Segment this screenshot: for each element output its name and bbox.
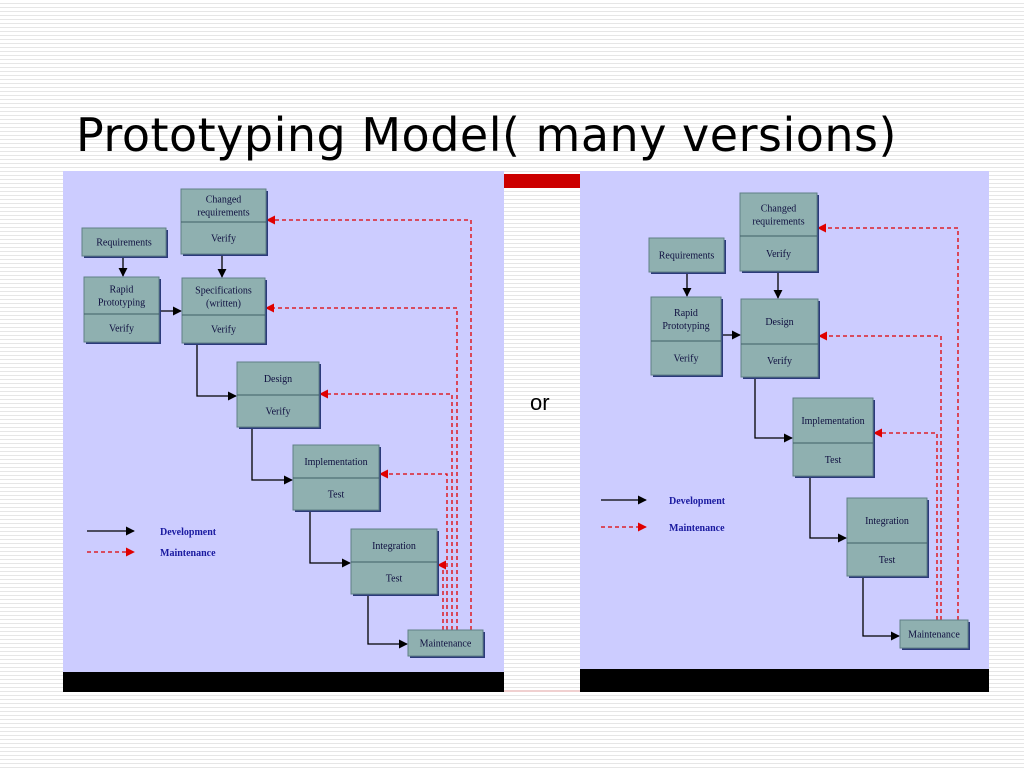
- box-body: [83, 276, 160, 343]
- maint-arrow-changed-r: [817, 223, 959, 620]
- left-spec-box: Specifications (written) Verify: [181, 277, 267, 345]
- maint-arrow-design-r: [818, 331, 942, 620]
- box-sublabel: Test: [328, 490, 345, 501]
- box-label: Requirements: [96, 238, 152, 249]
- box-sublabel: Verify: [211, 234, 236, 245]
- dev-arrow-design-impl: [251, 427, 293, 485]
- box-sublabel: Verify: [211, 325, 236, 336]
- dev-arrow-integ-maint: [367, 594, 408, 649]
- left-req-box: Requirements: [81, 227, 168, 258]
- right-maint-box: Maintenance: [899, 619, 970, 650]
- box-body: [899, 619, 969, 649]
- left-panel-footer: [63, 672, 504, 692]
- box-label: Design: [765, 317, 793, 328]
- box-sublabel: Test: [879, 555, 896, 566]
- dev-arrow-integ-maint-r: [862, 576, 900, 641]
- maint-arrow-design: [319, 389, 453, 630]
- box-label: requirements: [752, 217, 804, 228]
- maint-arrow-impl: [379, 469, 448, 630]
- box-label: Changed: [206, 195, 242, 206]
- box-label: (written): [206, 299, 241, 310]
- box-label: Maintenance: [908, 630, 960, 641]
- box-body: [181, 277, 266, 344]
- box-sublabel: Verify: [109, 324, 134, 335]
- box-body: [846, 497, 928, 577]
- box-label: Requirements: [659, 251, 715, 262]
- box-sublabel: Verify: [767, 356, 792, 367]
- box-label: requirements: [197, 208, 249, 219]
- box-body: [650, 296, 722, 376]
- box-sublabel: Test: [825, 455, 842, 466]
- dev-arrow-design-impl-r: [754, 377, 793, 443]
- dev-arrow-impl-integ: [309, 510, 351, 568]
- box-label: Prototyping: [98, 298, 145, 309]
- dev-arrow-spec-design: [196, 343, 237, 401]
- box-label: Maintenance: [420, 639, 472, 650]
- legend-maintenance-label: Maintenance: [669, 523, 725, 534]
- legend-layer: DevelopmentMaintenanceDevelopmentMainten…: [87, 495, 726, 559]
- divider-line: [504, 690, 580, 692]
- right-req-box: Requirements: [648, 237, 726, 274]
- process-box-layer: ChangedrequirementsVerifyRequirementsRap…: [81, 188, 970, 658]
- slide-title: Prototyping Model( many versions): [76, 108, 897, 162]
- box-label: Integration: [865, 516, 909, 527]
- box-sublabel: Verify: [766, 249, 791, 260]
- left-maint-box: Maintenance: [407, 629, 485, 658]
- box-label: Design: [264, 374, 292, 385]
- box-body: [407, 629, 484, 657]
- right-panel-footer: [580, 669, 989, 692]
- box-label: Integration: [372, 541, 416, 552]
- box-body: [739, 192, 818, 272]
- box-body: [792, 397, 874, 477]
- box-body: [648, 237, 725, 273]
- accent-bar: [504, 174, 580, 188]
- box-label: Specifications: [195, 286, 252, 297]
- box-label: Prototyping: [662, 321, 709, 332]
- connector-layer: [118, 215, 959, 649]
- dev-arrow-impl-integ-r: [809, 476, 847, 543]
- legend-maintenance-label: Maintenance: [160, 548, 216, 559]
- box-label: Rapid: [110, 285, 134, 296]
- maint-arrow-spec: [265, 303, 458, 630]
- maint-arrow-changed: [266, 215, 472, 630]
- box-body: [81, 227, 167, 257]
- box-body: [740, 298, 819, 378]
- box-label: Changed: [761, 204, 797, 215]
- box-label: Implementation: [304, 457, 367, 468]
- box-sublabel: Verify: [266, 407, 291, 418]
- maint-arrow-integ: [437, 560, 447, 630]
- box-label: Rapid: [674, 308, 698, 319]
- or-label: or: [530, 390, 550, 415]
- legend-development-label: Development: [669, 496, 726, 507]
- box-sublabel: Test: [386, 574, 403, 585]
- legend-development-label: Development: [160, 527, 217, 538]
- box-label: Implementation: [801, 416, 864, 427]
- box-sublabel: Verify: [674, 354, 699, 365]
